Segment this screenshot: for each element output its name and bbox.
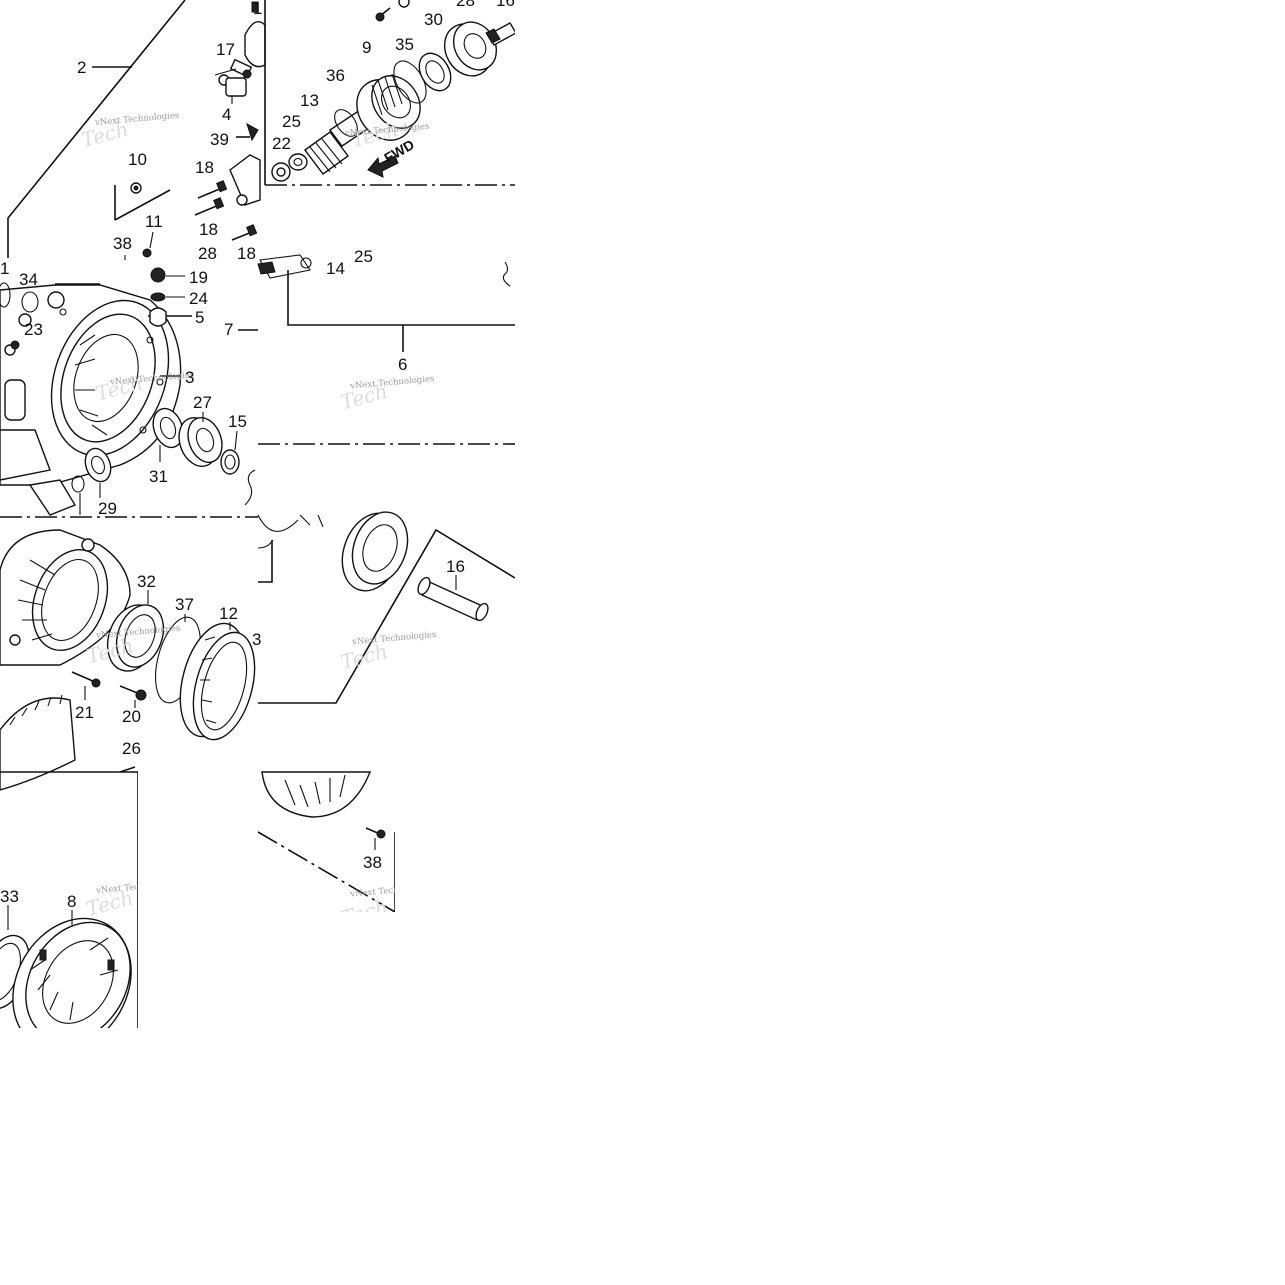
callout-17: 17 xyxy=(216,40,235,59)
housing-3 xyxy=(0,284,182,486)
seal-31 xyxy=(152,407,184,449)
callout-31: 31 xyxy=(149,467,168,486)
callout-35: 35 xyxy=(395,35,414,54)
callout-14: 14 xyxy=(326,259,345,278)
callout-25b: 25 xyxy=(354,247,373,266)
callout-labels: 2 17 4 39 10 18 18 11 38 28 18 1 9 35 30… xyxy=(0,0,515,911)
watermark-6: vNext Technologies xyxy=(351,630,437,647)
callout-1b: 1 xyxy=(0,259,9,278)
callout-5: 5 xyxy=(195,308,204,327)
callout-2: 2 xyxy=(77,58,86,77)
callout-8: 8 xyxy=(67,892,76,911)
callout-34: 34 xyxy=(19,270,38,289)
bearing-28 xyxy=(443,21,498,77)
callout-27: 27 xyxy=(193,393,212,412)
callout-15: 15 xyxy=(228,412,247,431)
tile-bottom-middle xyxy=(257,771,396,913)
bearing-27 xyxy=(178,417,223,467)
bolt-21 xyxy=(71,671,101,700)
ring-gear-12 xyxy=(179,622,256,741)
tile-bottom-left xyxy=(0,771,139,1053)
callout-26: 26 xyxy=(122,739,141,758)
nut-22 xyxy=(271,162,291,182)
callout-3b: 3 xyxy=(252,630,261,649)
callout-22: 22 xyxy=(272,134,291,153)
tile-top-left xyxy=(7,0,266,260)
callout-16b: 16 xyxy=(496,0,515,10)
callout-18c: 18 xyxy=(237,244,256,263)
carrier-9 xyxy=(356,73,421,141)
tile-middle-left xyxy=(0,267,258,518)
callout-18b: 18 xyxy=(199,220,218,239)
callout-30: 30 xyxy=(424,10,443,29)
watermark-4: vNext Technologies xyxy=(349,374,435,391)
tile-lower-middle xyxy=(257,511,516,704)
callout-39: 39 xyxy=(210,130,229,149)
callout-25: 25 xyxy=(282,112,301,131)
tile-lower-left xyxy=(0,529,256,791)
case-cover xyxy=(0,529,131,666)
bolt-20 xyxy=(119,685,147,708)
stud-bolt-17 xyxy=(214,58,253,79)
callout-32: 32 xyxy=(137,572,156,591)
callout-3: 3 xyxy=(185,368,194,387)
callout-10: 10 xyxy=(128,150,147,169)
callout-19: 19 xyxy=(189,268,208,287)
callout-20: 20 xyxy=(122,707,141,726)
nut-10 xyxy=(130,182,142,194)
callout-38b: 38 xyxy=(363,853,382,872)
oil-seal xyxy=(341,511,409,592)
bearing-30 xyxy=(418,52,452,92)
callout-13: 13 xyxy=(300,91,319,110)
callout-9: 9 xyxy=(362,38,371,57)
callout-12: 12 xyxy=(219,604,238,623)
stud-4 xyxy=(218,74,247,104)
callout-29: 29 xyxy=(98,499,117,518)
callout-1: 1 xyxy=(253,0,262,18)
callout-7: 7 xyxy=(224,320,233,339)
watermark-1: vNext Technologies xyxy=(94,111,180,128)
callout-23: 23 xyxy=(24,320,43,339)
bolt-19 xyxy=(150,267,185,283)
callout-36: 36 xyxy=(326,66,345,85)
callout-6: 6 xyxy=(398,355,407,374)
drum-8 xyxy=(12,917,132,1053)
callout-16: 16 xyxy=(446,557,465,576)
callout-28: 28 xyxy=(456,0,475,10)
seal-32 xyxy=(106,604,165,672)
callout-37: 37 xyxy=(175,595,194,614)
callout-38a: 38 xyxy=(113,234,132,253)
pin-16 xyxy=(417,576,489,622)
callout-33: 33 xyxy=(0,887,19,906)
bolts-18 xyxy=(194,180,258,241)
tile-middle-middle xyxy=(257,254,515,445)
tile-top-middle: FWD xyxy=(264,0,517,186)
callout-18a: 18 xyxy=(195,158,214,177)
callout-28b: 28 xyxy=(198,244,217,263)
callout-24: 24 xyxy=(189,289,208,308)
callout-4: 4 xyxy=(222,105,231,124)
callout-21: 21 xyxy=(75,703,94,722)
callout-11: 11 xyxy=(145,212,163,231)
